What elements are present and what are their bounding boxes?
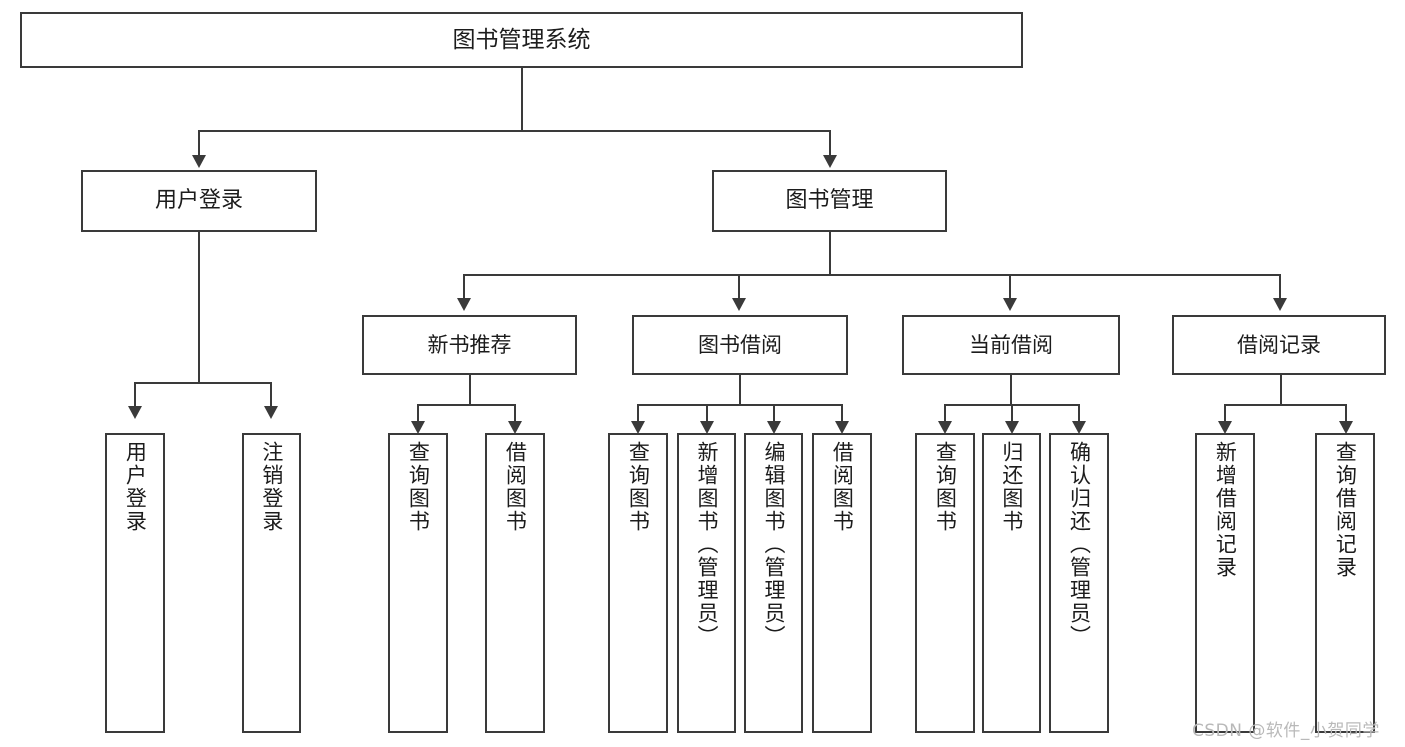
node-label: 新增图书（管理员） [695, 441, 720, 648]
node-current-borrow[interactable]: 当前借阅 [902, 315, 1120, 375]
leaf-node-confirm-return[interactable]: 确认归还（管理员） [1049, 433, 1109, 733]
arrow-to-leaf-add-book [700, 421, 714, 434]
node-label: 编辑图书（管理员） [762, 441, 787, 648]
arrow-to-book-borrow [732, 298, 746, 311]
arrow-to-book-management [823, 155, 837, 168]
leaf-node-user-login[interactable]: 用户登录 [105, 433, 165, 733]
node-label: 借阅图书 [830, 441, 855, 533]
connector-br-to-leaf-2 [1345, 404, 1347, 422]
connector-to-new-book-recommend [463, 274, 465, 299]
node-label: 查询图书 [626, 441, 651, 533]
arrow-to-leaf-logout-login [264, 406, 278, 419]
leaf-node-query-book-1[interactable]: 查询图书 [388, 433, 448, 733]
node-root-book-management-system[interactable]: 图书管理系统 [20, 12, 1023, 68]
leaf-node-add-book[interactable]: 新增图书（管理员） [677, 433, 736, 733]
connector-root-to-user-login [198, 130, 200, 156]
node-label: 图书管理 [785, 188, 874, 214]
arrow-to-leaf-query-book-1 [411, 421, 425, 434]
node-label: 图书管理系统 [452, 26, 591, 53]
node-label: 查询图书 [933, 441, 958, 533]
arrow-to-leaf-add-record [1218, 421, 1232, 434]
connector-to-current-borrow [1009, 274, 1011, 299]
arrow-to-leaf-confirm-return [1072, 421, 1086, 434]
node-book-management[interactable]: 图书管理 [712, 170, 947, 232]
node-label: 查询借阅记录 [1333, 441, 1358, 579]
connector-book-borrow-stem [739, 375, 741, 404]
arrow-to-user-login [192, 155, 206, 168]
arrow-to-leaf-user-login [128, 406, 142, 419]
connector-cb-to-leaf-1 [944, 404, 946, 422]
connector-bb-to-leaf-3 [773, 404, 775, 422]
node-label: 用户登录 [123, 441, 148, 533]
leaf-node-return-book[interactable]: 归还图书 [982, 433, 1041, 733]
node-label: 新书推荐 [427, 332, 512, 357]
connector-user-login-to-leaf-2 [270, 382, 272, 407]
node-label: 新增借阅记录 [1213, 441, 1238, 579]
arrow-to-leaf-borrow-book-2 [835, 421, 849, 434]
arrow-to-borrow-record [1273, 298, 1287, 311]
connector-to-book-borrow [738, 274, 740, 299]
connector-new-book-recommend-bus [417, 404, 515, 406]
node-label: 用户登录 [154, 188, 243, 214]
connector-new-book-recommend-stem [469, 375, 471, 404]
leaf-node-logout-login[interactable]: 注销登录 [242, 433, 301, 733]
connector-root-bus [198, 130, 831, 132]
leaf-node-query-book-3[interactable]: 查询图书 [915, 433, 975, 733]
connector-user-login-stem [198, 232, 200, 382]
arrow-to-leaf-return-book [1005, 421, 1019, 434]
node-label: 当前借阅 [969, 332, 1053, 357]
node-new-book-recommend[interactable]: 新书推荐 [362, 315, 577, 375]
leaf-node-borrow-book-2[interactable]: 借阅图书 [812, 433, 872, 733]
node-label: 借阅记录 [1237, 332, 1321, 357]
connector-br-to-leaf-1 [1224, 404, 1226, 422]
connector-cb-to-leaf-2 [1011, 404, 1013, 422]
connector-borrow-record-bus [1224, 404, 1346, 406]
connector-nbr-to-leaf-1 [417, 404, 419, 422]
leaf-node-query-book-2[interactable]: 查询图书 [608, 433, 668, 733]
connector-nbr-to-leaf-2 [514, 404, 516, 422]
connector-root-to-book-management [829, 130, 831, 156]
node-label: 注销登录 [259, 441, 284, 533]
node-label: 归还图书 [999, 441, 1024, 533]
connector-current-borrow-stem [1010, 375, 1012, 404]
arrow-to-new-book-recommend [457, 298, 471, 311]
leaf-node-query-record[interactable]: 查询借阅记录 [1315, 433, 1375, 733]
arrow-to-current-borrow [1003, 298, 1017, 311]
connector-book-management-stem [829, 232, 831, 274]
connector-book-borrow-bus [637, 404, 842, 406]
connector-cb-to-leaf-3 [1078, 404, 1080, 422]
connector-user-login-to-leaf-1 [134, 382, 136, 407]
connector-user-login-bus [134, 382, 271, 384]
node-borrow-record[interactable]: 借阅记录 [1172, 315, 1386, 375]
node-book-borrow[interactable]: 图书借阅 [632, 315, 848, 375]
node-user-login[interactable]: 用户登录 [81, 170, 317, 232]
leaf-node-add-record[interactable]: 新增借阅记录 [1195, 433, 1255, 733]
watermark-text: CSDN @软件_小贺同学 [1192, 721, 1380, 741]
arrow-to-leaf-borrow-book-1 [508, 421, 522, 434]
connector-bb-to-leaf-4 [841, 404, 843, 422]
connector-to-borrow-record [1279, 274, 1281, 299]
connector-borrow-record-stem [1280, 375, 1282, 404]
arrow-to-leaf-edit-book [767, 421, 781, 434]
node-label: 借阅图书 [503, 441, 528, 533]
connector-bb-to-leaf-1 [637, 404, 639, 422]
arrow-to-leaf-query-record [1339, 421, 1353, 434]
arrow-to-leaf-query-book-3 [938, 421, 952, 434]
arrow-to-leaf-query-book-2 [631, 421, 645, 434]
leaf-node-borrow-book-1[interactable]: 借阅图书 [485, 433, 545, 733]
connector-root-stem [521, 68, 523, 130]
node-label: 查询图书 [406, 441, 431, 533]
connector-level2-bus [463, 274, 1279, 276]
leaf-node-edit-book[interactable]: 编辑图书（管理员） [744, 433, 803, 733]
node-label: 确认归还（管理员） [1067, 441, 1092, 648]
connector-bb-to-leaf-2 [706, 404, 708, 422]
node-label: 图书借阅 [698, 332, 782, 357]
